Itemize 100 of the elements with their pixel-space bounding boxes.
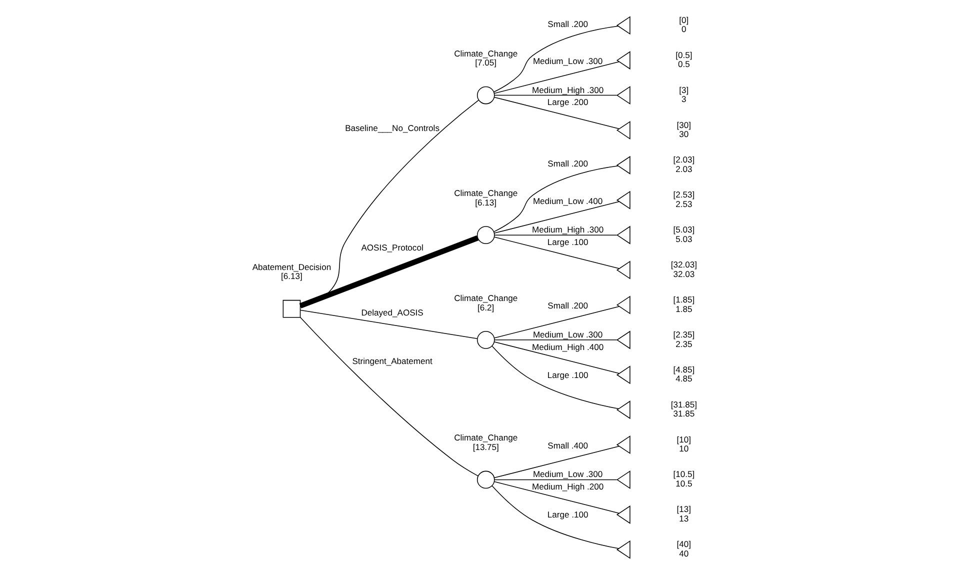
node-box — [282, 300, 300, 318]
node-triangle — [616, 51, 630, 70]
edge-label: Small .200 — [547, 158, 588, 169]
connector — [493, 61, 619, 94]
node-triangle — [616, 260, 630, 280]
node-label: [1.85] — [672, 294, 694, 304]
connector — [493, 481, 619, 514]
connector — [494, 234, 617, 236]
node-label: Climate_Change — [454, 292, 518, 303]
node-label: [6.13] — [280, 271, 302, 282]
node-label: 5.03 — [675, 234, 692, 244]
connector — [493, 236, 619, 269]
node-triangle — [616, 16, 630, 35]
edge-label: Stringent_Abatement — [352, 356, 432, 366]
node-triangle — [616, 120, 630, 140]
edge-label: Large .100 — [546, 370, 588, 380]
connector — [299, 310, 478, 340]
node-label: 30 — [678, 129, 688, 140]
edge-label: Large .100 — [546, 237, 588, 248]
node-label: Climate_Change — [454, 188, 518, 198]
edge-label: Medium_Low .300 — [532, 469, 602, 480]
edge-label: Delayed_AOSIS — [360, 308, 423, 318]
node-label: [2.53] — [672, 190, 694, 200]
node-circle — [476, 470, 494, 489]
node-triangle — [616, 226, 630, 244]
node-triangle — [616, 190, 630, 210]
node-triangle — [616, 540, 630, 559]
connector — [298, 235, 478, 308]
node-label: [2.03] — [672, 154, 694, 165]
edge-label: Medium_Low .300 — [532, 329, 602, 340]
edge-label: Medium_High .400 — [532, 342, 604, 352]
node-label: [2.35] — [672, 329, 694, 340]
node-triangle — [616, 86, 630, 105]
node-label: [6.13] — [474, 197, 496, 208]
node-circle — [476, 86, 494, 104]
connector — [493, 446, 619, 478]
node-label: Climate_Change — [454, 48, 518, 58]
connector — [492, 26, 618, 92]
connector — [300, 100, 479, 308]
edge-label: Small .200 — [547, 18, 588, 29]
node-label: [4.85] — [672, 364, 694, 374]
node-label: 13 — [678, 514, 688, 524]
node-triangle — [616, 470, 630, 489]
edge-label: Baseline___No_Controls — [344, 122, 439, 133]
node-label: 1.85 — [675, 304, 692, 314]
connector — [493, 201, 619, 234]
node-label: [7.05] — [474, 58, 496, 68]
node-label: [13] — [676, 504, 691, 514]
edge-label: AOSIS_Protocol — [360, 242, 423, 252]
node-label: 31.85 — [672, 408, 694, 419]
node-label: 0 — [681, 24, 686, 34]
edge-label: Medium_High .300 — [532, 84, 604, 95]
edge-label: Large .200 — [546, 97, 588, 108]
node-triangle — [616, 505, 630, 524]
node-label: 2.53 — [675, 198, 692, 209]
edge-label: Small .200 — [547, 300, 588, 311]
node-label: 40 — [678, 548, 688, 558]
node-label: [10] — [676, 434, 691, 444]
node-label: 0.5 — [677, 59, 690, 70]
node-label: 32.03 — [672, 268, 694, 279]
node-circle — [476, 331, 494, 349]
node-triangle — [616, 400, 630, 420]
node-circle — [476, 226, 494, 244]
connector — [492, 166, 618, 232]
edge-label: Small .400 — [547, 440, 588, 450]
node-label: [6.2] — [477, 302, 494, 312]
connector — [494, 94, 617, 96]
edge-label: Large .100 — [546, 510, 588, 520]
node-label: [31.85] — [670, 399, 696, 410]
node-triangle — [616, 366, 630, 384]
connector — [493, 341, 619, 374]
node-triangle — [616, 156, 630, 174]
node-triangle — [616, 296, 630, 314]
node-label: Climate_Change — [454, 432, 518, 443]
connector — [491, 346, 619, 410]
node-label: 2.03 — [675, 164, 692, 174]
edge-label: Medium_Low .400 — [532, 196, 602, 206]
edge-label: Medium_Low .300 — [532, 56, 602, 66]
node-label: 10 — [678, 444, 688, 454]
node-label: [32.03] — [670, 260, 696, 270]
node-label: [40] — [676, 539, 691, 550]
node-label: 10.5 — [675, 478, 692, 489]
node-label: [3] — [678, 84, 688, 95]
edge-label: Medium_High .200 — [532, 482, 604, 492]
node-label: [0.5] — [675, 50, 692, 60]
connector — [491, 485, 619, 549]
node-triangle — [616, 330, 630, 350]
node-label: [10.5] — [672, 469, 694, 480]
node-label: 4.85 — [675, 374, 692, 384]
node-label: [0] — [678, 14, 688, 25]
connector — [494, 479, 617, 480]
node-label: 2.35 — [675, 338, 692, 349]
node-triangle — [616, 436, 630, 454]
connector — [299, 317, 478, 476]
node-label: 3 — [681, 94, 686, 104]
node-label: [13.75] — [472, 442, 498, 452]
node-label: Abatement_Decision — [252, 262, 331, 272]
node-label: [5.03] — [672, 224, 694, 235]
connector — [493, 96, 619, 130]
node-label: [30] — [676, 120, 691, 130]
